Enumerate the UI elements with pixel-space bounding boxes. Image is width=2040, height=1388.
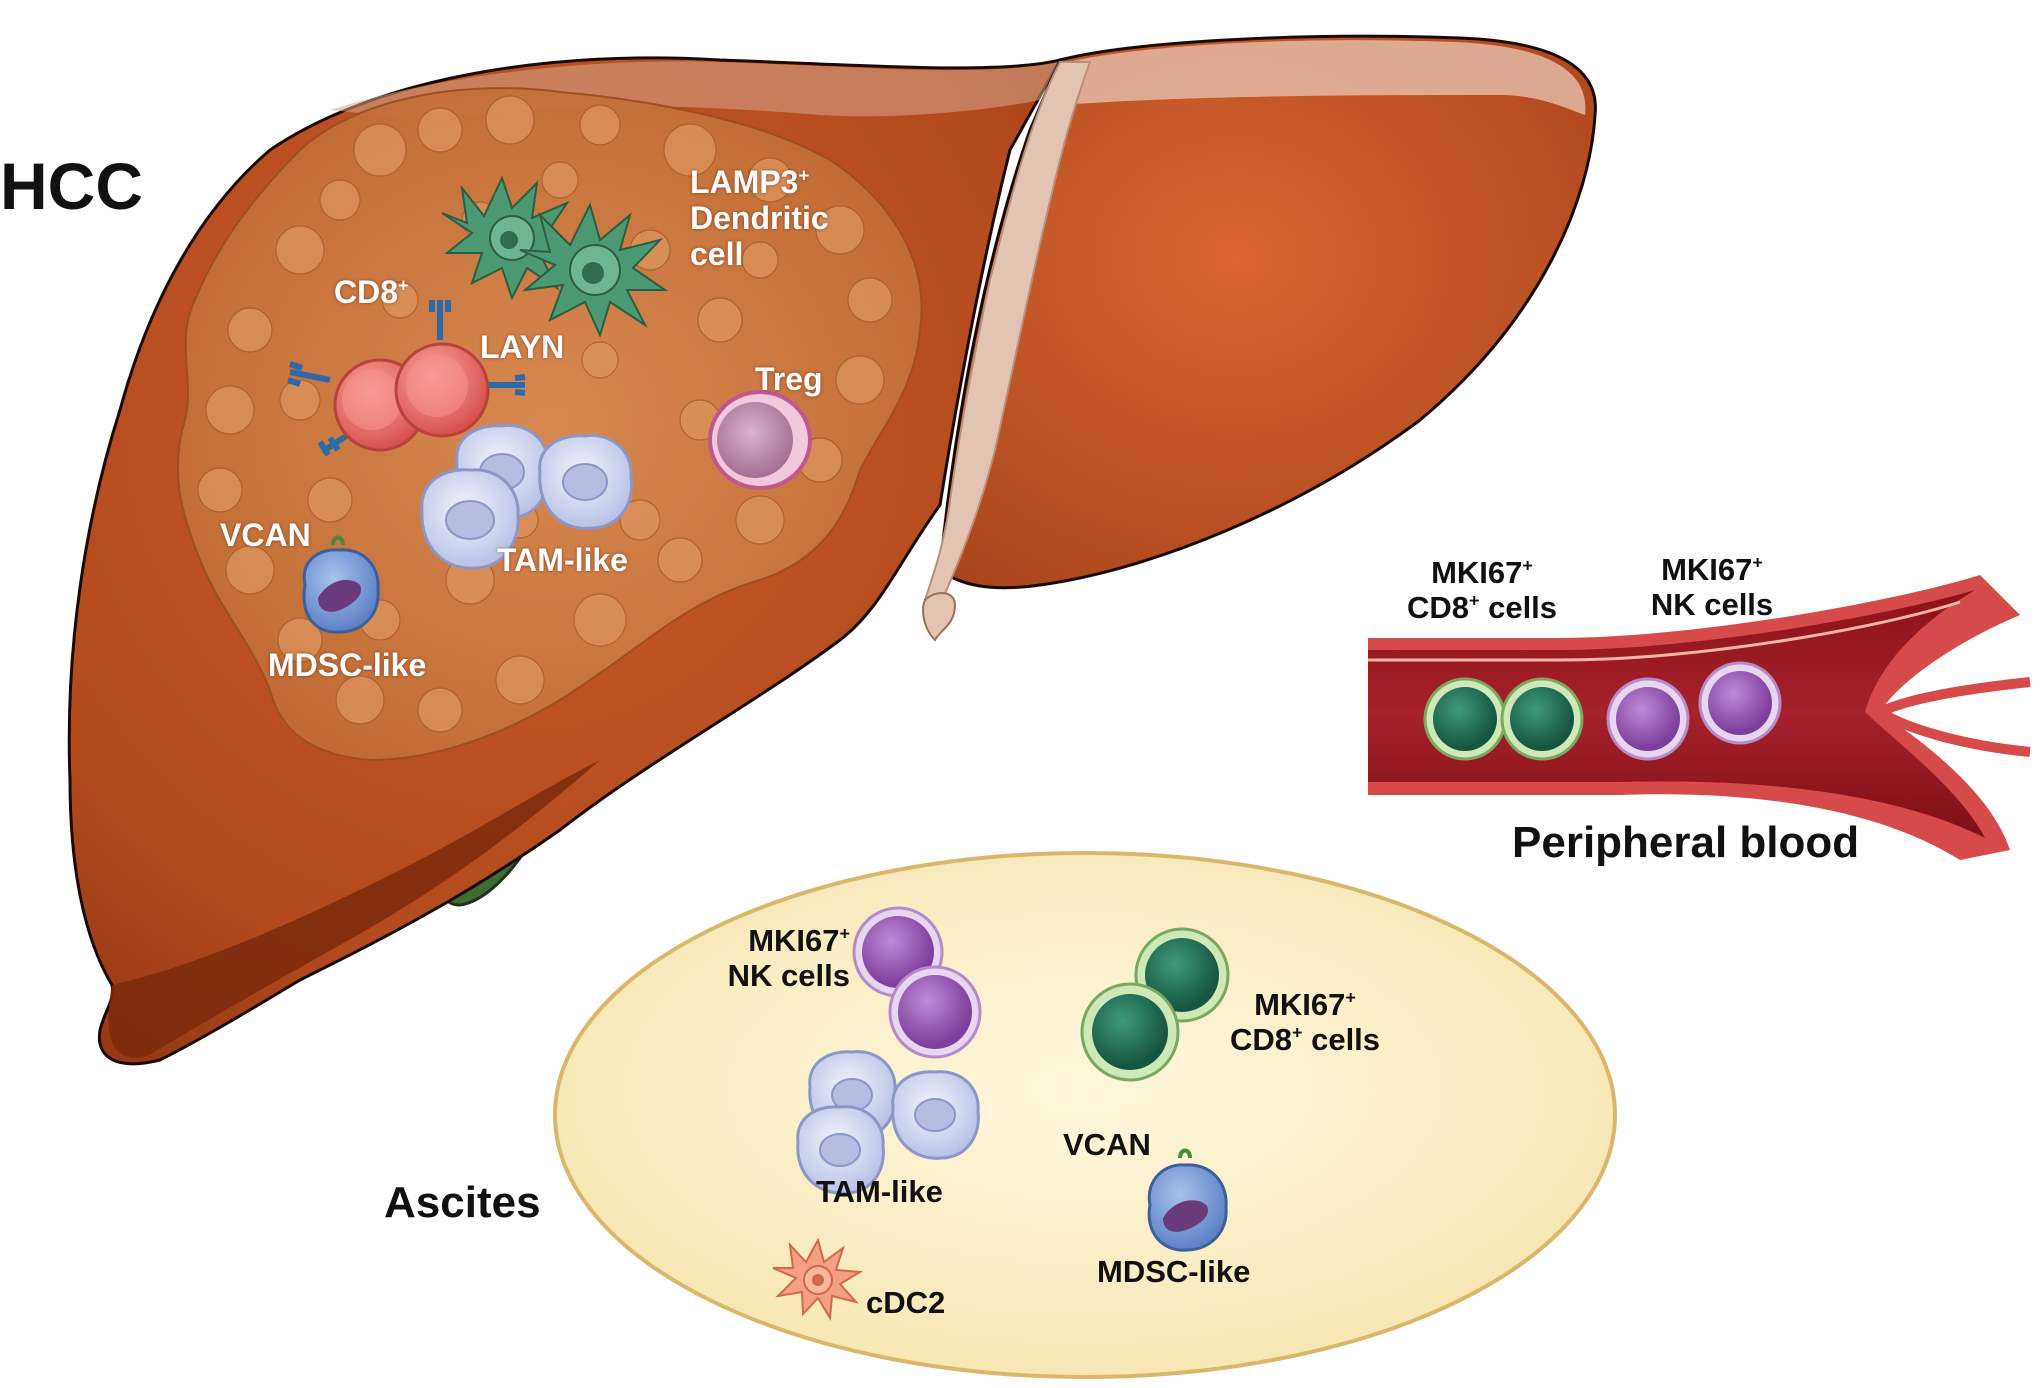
blood-cd8-cells xyxy=(1423,677,1584,761)
tam-like-cells-tumor xyxy=(420,423,634,570)
ascites-cd8-cells xyxy=(1080,927,1230,1082)
treg-label: Treg xyxy=(755,361,823,397)
vcan-tumor-label: VCAN xyxy=(220,517,311,553)
asc-mki67-nk-label: MKI67+ NK cells xyxy=(727,923,850,993)
ascites-mdsc-cell xyxy=(1147,1148,1228,1252)
mdsc-like-cell-tumor xyxy=(302,535,380,634)
tumor-nodules xyxy=(197,95,893,733)
cd8-label: CD8+ xyxy=(334,274,409,310)
liver-underside-shadow xyxy=(108,760,601,1058)
mdsc-like-tumor-label: MDSC-like xyxy=(268,647,427,683)
layn-cd8-cells xyxy=(287,300,526,457)
round-ligament xyxy=(922,592,957,642)
dendritic-label: Dendritic xyxy=(690,199,829,236)
asc-mki67-cd8-label: MKI67+ CD8+ cells xyxy=(1229,987,1381,1057)
asc-mdsc-like-label: MDSC-like xyxy=(1097,1254,1251,1289)
layn-label: LAYN xyxy=(480,329,565,365)
hcc-title: HCC xyxy=(0,149,143,223)
lamp3-label: LAMP3+ xyxy=(690,164,810,200)
ascites-tam-cells xyxy=(796,1050,980,1195)
blood-mki67-nk-label: MKI67+ NK cells xyxy=(1650,552,1774,622)
lamp3-dendritic-cells xyxy=(441,175,669,338)
cell-label: cell xyxy=(690,235,744,272)
peripheral-blood-label: Peripheral blood xyxy=(1512,818,1860,867)
lamp3-dendritic-label: LAMP3+ Dendritic cell xyxy=(690,164,829,272)
right-lobe-capsule xyxy=(1060,40,1586,115)
treg-cell xyxy=(708,390,812,490)
vessel-wall-highlight xyxy=(1368,600,1961,662)
blood-mki67-cd8-label: MKI67+ CD8+ cells xyxy=(1406,555,1558,625)
blood-vessel xyxy=(1368,575,2031,860)
asc-vcan-label: VCAN xyxy=(1063,1127,1151,1162)
blood-nk-cells xyxy=(1606,661,1782,761)
asc-tam-like-label: TAM-like xyxy=(816,1174,943,1209)
ascites-label: Ascites xyxy=(384,1178,541,1227)
ascites-nk-cells xyxy=(852,906,982,1059)
liver-right-lobe xyxy=(938,34,1597,590)
vessel-bifurcation xyxy=(1880,690,2030,740)
ascites-cdc2-cell xyxy=(772,1237,864,1322)
tam-like-tumor-label: TAM-like xyxy=(497,542,628,578)
asc-cdc2-label: cDC2 xyxy=(866,1285,946,1320)
